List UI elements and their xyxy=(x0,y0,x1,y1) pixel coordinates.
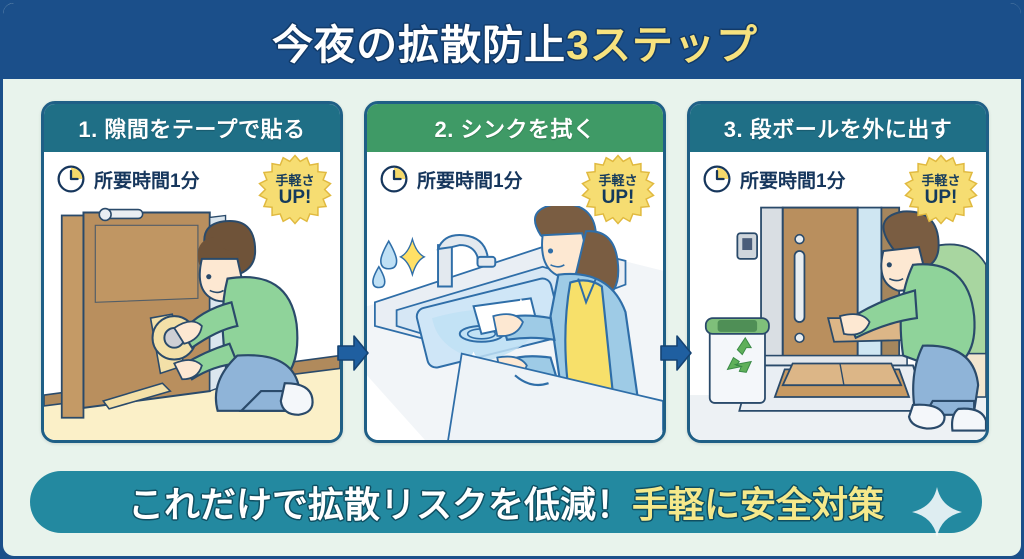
title-bar: 今夜の拡散防止3ステップ xyxy=(3,3,1021,79)
summary-main: これだけで拡散リスクを低減！ xyxy=(127,484,632,525)
step-2-time-label: 所要時間1分 xyxy=(417,170,523,192)
step-2-ease-badge: 手軽さ UP! xyxy=(581,154,655,228)
step-2-badge-line1: 手軽さ xyxy=(598,173,638,189)
summary-banner-text: これだけで拡散リスクを低減！手軽に安全対策 xyxy=(128,476,884,528)
step-1-meta: 所要時間1分 手軽さ UP! xyxy=(44,152,340,225)
step-2-badge-line2: UP! xyxy=(601,186,635,208)
step-3-badge-line1: 手軽さ xyxy=(921,173,961,189)
step-1-badge-line2: UP! xyxy=(278,186,312,208)
page-title: 今夜の拡散防止3ステップ xyxy=(272,11,758,71)
clock-icon xyxy=(56,164,86,194)
starburst-icon xyxy=(258,154,332,225)
summary-banner: これだけで拡散リスクを低減！手軽に安全対策 xyxy=(30,471,982,537)
summary-accent: 手軽に安全対策 xyxy=(632,484,885,525)
ease-badge-text: 手軽さ UP! xyxy=(258,154,332,228)
step-card-3[interactable]: 3. 段ボールを外に出す 所要時間1分 手軽さ UP! xyxy=(687,101,989,443)
steps-row: 1. 隙間をテープで貼る 所要時間1分 手軽さ UP! xyxy=(3,79,1021,451)
step-3-heading: 3. 段ボールを外に出す xyxy=(690,104,986,152)
step-card-2[interactable]: 2. シンクを拭く 所要時間1分 手軽さ UP! xyxy=(364,101,666,443)
step-3-time-label: 所要時間1分 xyxy=(740,170,846,192)
clock-icon xyxy=(379,164,409,194)
step-3-badge-line2: UP! xyxy=(924,186,958,208)
starburst-icon xyxy=(581,154,655,225)
step-1-ease-badge: 手軽さ UP! xyxy=(258,154,332,228)
sparkle-icon xyxy=(910,485,964,539)
step-3-illustration xyxy=(690,206,986,440)
starburst-icon xyxy=(904,154,978,225)
arrow-right-icon xyxy=(336,334,370,372)
ease-badge-text: 手軽さ UP! xyxy=(581,154,655,228)
page-title-main: 今夜の拡散防止 xyxy=(272,22,567,68)
step-1-time-label: 所要時間1分 xyxy=(94,170,200,192)
step-1-heading: 1. 隙間をテープで貼る xyxy=(44,104,340,152)
page-title-accent: 3ステップ xyxy=(566,22,758,68)
arrow-right-icon xyxy=(659,334,693,372)
step-2-illustration xyxy=(367,206,663,440)
step-2-meta: 所要時間1分 手軽さ UP! xyxy=(367,152,663,225)
step-1-badge-line1: 手軽さ xyxy=(275,173,315,189)
clock-icon xyxy=(702,164,732,194)
step-1-illustration xyxy=(44,207,340,440)
step-2-heading: 2. シンクを拭く xyxy=(367,104,663,152)
step-card-1[interactable]: 1. 隙間をテープで貼る 所要時間1分 手軽さ UP! xyxy=(41,101,343,443)
step-3-meta: 所要時間1分 手軽さ UP! xyxy=(690,152,986,225)
ease-badge-text: 手軽さ UP! xyxy=(904,154,978,228)
step-3-ease-badge: 手軽さ UP! xyxy=(904,154,978,228)
